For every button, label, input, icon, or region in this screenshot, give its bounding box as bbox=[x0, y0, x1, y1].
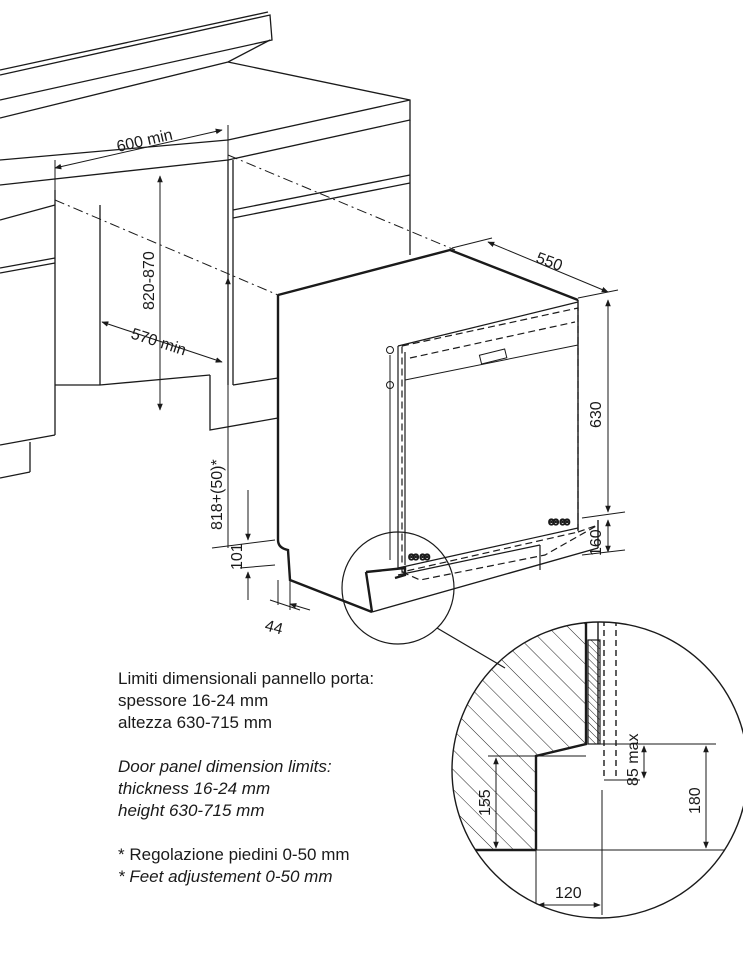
label-niche-height: 820-870 bbox=[141, 251, 158, 310]
note-en-feet: * Feet adjustement 0-50 mm bbox=[118, 867, 333, 886]
label-detail-120: 120 bbox=[555, 885, 582, 902]
dim-niche-depth bbox=[101, 321, 223, 363]
dishwasher-body: ꙭꙭ ꙭꙭ bbox=[276, 248, 599, 614]
label-detail-85max: 85 max bbox=[625, 734, 642, 786]
dim-door-setback bbox=[269, 580, 311, 611]
detail-circle bbox=[451, 621, 743, 919]
label-detail-180: 180 bbox=[687, 787, 704, 814]
label-body-height: 630 bbox=[588, 401, 605, 428]
countertop bbox=[0, 11, 411, 186]
left-cabinet bbox=[0, 190, 211, 479]
right-cabinet bbox=[209, 120, 411, 431]
label-plinth-height: 160 bbox=[588, 529, 605, 556]
dim-total-height bbox=[211, 277, 276, 600]
note-it-thickness: spessore 16-24 mm bbox=[118, 691, 269, 710]
label-door-setback: 44 bbox=[263, 617, 285, 638]
zoom-source-circle bbox=[341, 531, 455, 645]
detail-view bbox=[451, 621, 743, 919]
alignment-lines bbox=[54, 154, 456, 296]
label-depth: 550 bbox=[534, 250, 565, 275]
feet-icon: ꙭꙭ bbox=[548, 516, 570, 528]
dim-depth bbox=[451, 237, 619, 299]
dim-width bbox=[54, 125, 229, 200]
note-it-title: Limiti dimensionali pannello porta: bbox=[118, 669, 375, 688]
zoom-leader-line bbox=[436, 627, 506, 669]
label-plinth-offset: 101 bbox=[229, 543, 246, 570]
dim-body-height bbox=[581, 299, 626, 556]
notes-block: Limiti dimensionali pannello porta: spes… bbox=[118, 668, 418, 888]
label-niche-depth: 570 min bbox=[129, 326, 188, 360]
feet-icon: ꙭꙭ bbox=[408, 551, 430, 563]
label-total-height: 818+(50)* bbox=[209, 459, 226, 530]
note-en-height: height 630-715 mm bbox=[118, 801, 265, 820]
label-width-min: 600 min bbox=[115, 127, 174, 156]
label-detail-155: 155 bbox=[477, 789, 494, 816]
note-en-title: Door panel dimension limits: bbox=[118, 757, 332, 776]
note-en-thickness: thickness 16-24 mm bbox=[118, 779, 271, 798]
note-it-feet: * Regolazione piedini 0-50 mm bbox=[118, 845, 350, 864]
note-it-height: altezza 630-715 mm bbox=[118, 713, 273, 732]
